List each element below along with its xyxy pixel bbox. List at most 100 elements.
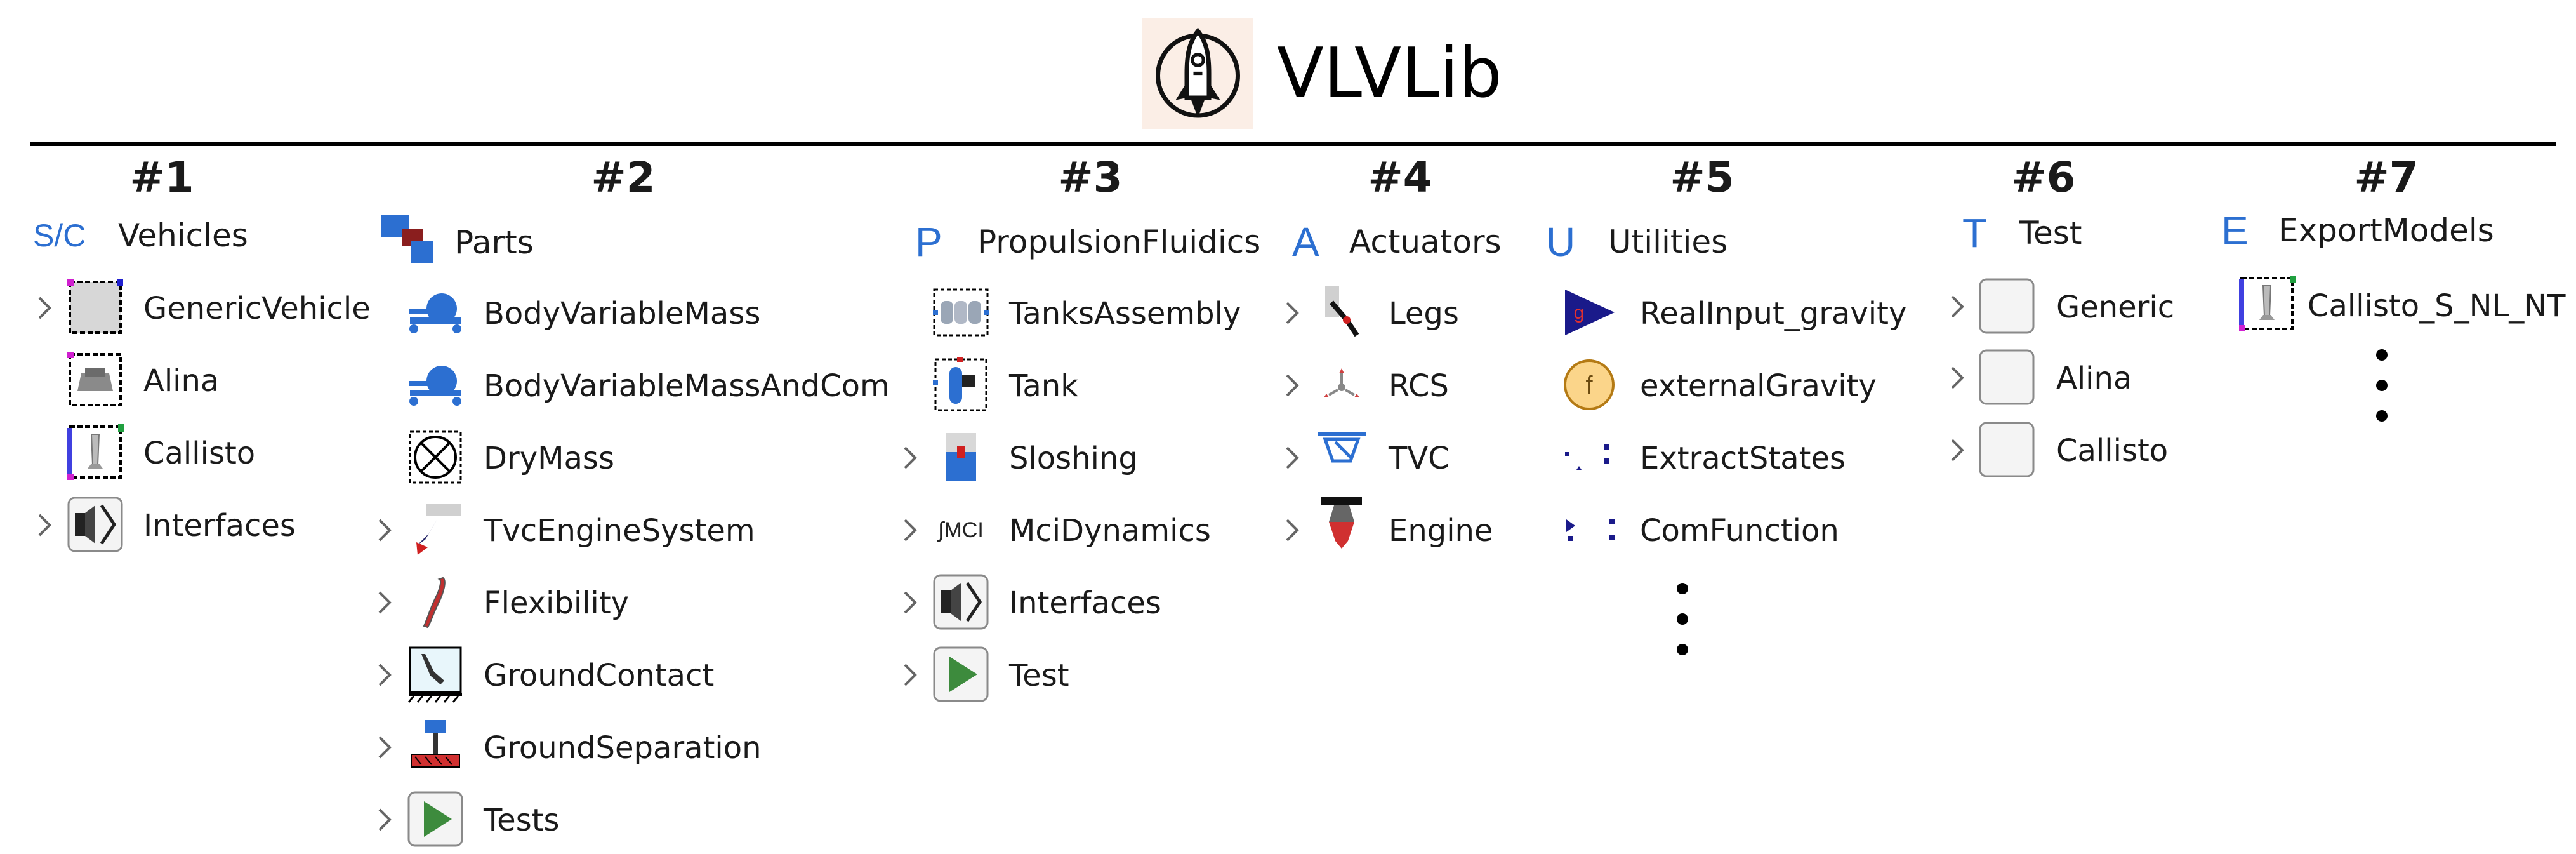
tree-item-label[interactable]: Callisto (143, 436, 256, 471)
tree-item-label[interactable]: TvcEngineSystem (484, 513, 755, 549)
function-icon: f (1560, 356, 1618, 414)
column-number: #3 (1058, 153, 1123, 202)
chevron-right-icon[interactable] (373, 514, 396, 546)
sloshing-icon (932, 428, 990, 486)
column-header-test[interactable]: T Test (1962, 204, 2082, 262)
tree-item-label[interactable]: Interfaces (1009, 585, 1161, 621)
tree-item-label[interactable]: GroundSeparation (484, 730, 762, 766)
mci-dynamics-icon: ∫MCI (932, 500, 990, 559)
chevron-right-icon[interactable] (899, 514, 921, 546)
chevron-right-icon[interactable] (1946, 434, 1969, 466)
column-number: #1 (129, 153, 194, 202)
com-function-icon (1560, 500, 1618, 559)
engine-icon (1312, 494, 1371, 552)
tree-item-label[interactable]: RealInput_gravity (1640, 296, 1907, 331)
body-variable-mass-icon (406, 283, 465, 342)
tree-item-label[interactable]: BodyVariableMass (484, 296, 761, 331)
chevron-right-icon[interactable] (33, 292, 56, 324)
more-items-ellipsis-icon (2376, 349, 2389, 441)
column-number: #2 (591, 153, 656, 202)
play-icon (932, 645, 990, 704)
tvc-engine-system-icon (406, 500, 465, 559)
chevron-right-icon[interactable] (1946, 291, 1969, 323)
dry-mass-icon (406, 428, 465, 486)
tree-item-label[interactable]: ExtractStates (1640, 441, 1846, 476)
tree-item-label[interactable]: Alina (143, 363, 220, 399)
interfaces-icon (66, 495, 124, 554)
chevron-right-icon[interactable] (1281, 514, 1304, 546)
chevron-right-icon[interactable] (373, 731, 396, 763)
tree-item-label[interactable]: Generic (2056, 290, 2175, 325)
header-divider (30, 142, 2556, 146)
column-header-actuators[interactable]: A Actuators (1292, 213, 1502, 270)
callisto-vehicle-icon (66, 423, 124, 481)
chevron-right-icon[interactable] (1946, 362, 1969, 394)
ground-separation-icon (406, 717, 465, 776)
tree-item-label[interactable]: Sloshing (1009, 441, 1138, 476)
tree-item-label[interactable]: Callisto (2056, 433, 2169, 469)
svg-text:f: f (1585, 371, 1593, 399)
column-number: #7 (2354, 153, 2419, 202)
tank-icon (932, 356, 990, 414)
column-title: PropulsionFluidics (977, 224, 1261, 260)
column-number: #4 (1368, 153, 1432, 202)
chevron-right-icon[interactable] (373, 659, 396, 691)
chevron-right-icon[interactable] (1281, 442, 1304, 474)
tree-item-label[interactable]: Alina (2056, 361, 2132, 396)
parts-package-icon (378, 208, 437, 267)
chevron-right-icon[interactable] (373, 587, 396, 618)
column-number: #5 (1670, 153, 1734, 202)
play-icon (406, 790, 465, 848)
tree-item-label[interactable]: ComFunction (1640, 513, 1839, 549)
tree-item-label[interactable]: Engine (1389, 513, 1493, 549)
chevron-right-icon[interactable] (899, 442, 921, 474)
chevron-right-icon[interactable] (373, 804, 396, 836)
tree-item-label[interactable]: Tests (484, 803, 560, 838)
package-letter-icon: U (1546, 219, 1576, 265)
chevron-right-icon[interactable] (899, 587, 921, 618)
package-letter-icon: P (915, 219, 942, 265)
chevron-right-icon[interactable] (1281, 297, 1304, 329)
column-title[interactable]: Parts (454, 224, 534, 261)
blank-package-icon (1978, 348, 2036, 406)
tree-item-label[interactable]: Legs (1389, 296, 1459, 331)
column-header-vehicles[interactable]: S/C Vehicles (33, 207, 248, 264)
tree-item-label[interactable]: BodyVariableMassAndCom (484, 368, 890, 404)
tree-item-label[interactable]: Test (1009, 658, 1069, 693)
callisto-export-icon (2238, 274, 2296, 333)
package-letter-icon: S/C (33, 218, 86, 253)
chevron-right-icon[interactable] (1281, 370, 1304, 401)
tree-item-label[interactable]: TVC (1389, 441, 1450, 476)
legs-icon (1312, 283, 1371, 342)
package-letter-icon: E (2221, 208, 2249, 253)
chevron-right-icon[interactable] (33, 509, 56, 541)
tree-item-label[interactable]: RCS (1389, 368, 1449, 404)
tree-item-label[interactable]: MciDynamics (1009, 513, 1211, 549)
tree-item-label[interactable]: TanksAssembly (1009, 296, 1241, 331)
package-letter-icon: T (1962, 210, 1988, 256)
tree-item-label[interactable]: Interfaces (143, 508, 296, 544)
column-header-export-models[interactable]: E ExportModels (2221, 202, 2494, 259)
flexibility-icon (406, 573, 465, 631)
rcs-icon (1312, 356, 1371, 414)
real-input-gravity-icon: g (1560, 283, 1618, 342)
chevron-right-icon[interactable] (899, 659, 921, 691)
column-title: ExportModels (2278, 212, 2494, 249)
tanks-assembly-icon (932, 283, 990, 342)
interfaces-icon (932, 573, 990, 631)
column-header-propulsion-fluidics[interactable]: P PropulsionFluidics (915, 213, 1260, 270)
library-title: VLVLib (1277, 34, 1502, 113)
tree-item-label[interactable]: GenericVehicle (143, 291, 371, 326)
blank-package-icon (1978, 420, 2036, 479)
tree-item-label[interactable]: Flexibility (484, 585, 630, 621)
blank-package-icon (1978, 277, 2036, 335)
tree-item-label[interactable]: Callisto_S_NL_NT (2308, 288, 2566, 324)
tree-item-label[interactable]: externalGravity (1640, 368, 1877, 404)
package-letter-icon: A (1292, 219, 1319, 265)
column-header-utilities[interactable]: U Utilities (1546, 213, 1727, 270)
tree-item-label[interactable]: DryMass (484, 441, 614, 476)
body-variable-mass-com-icon (406, 356, 465, 414)
tree-item-label[interactable]: Tank (1009, 368, 1079, 404)
tree-item-label[interactable]: GroundContact (484, 658, 715, 693)
